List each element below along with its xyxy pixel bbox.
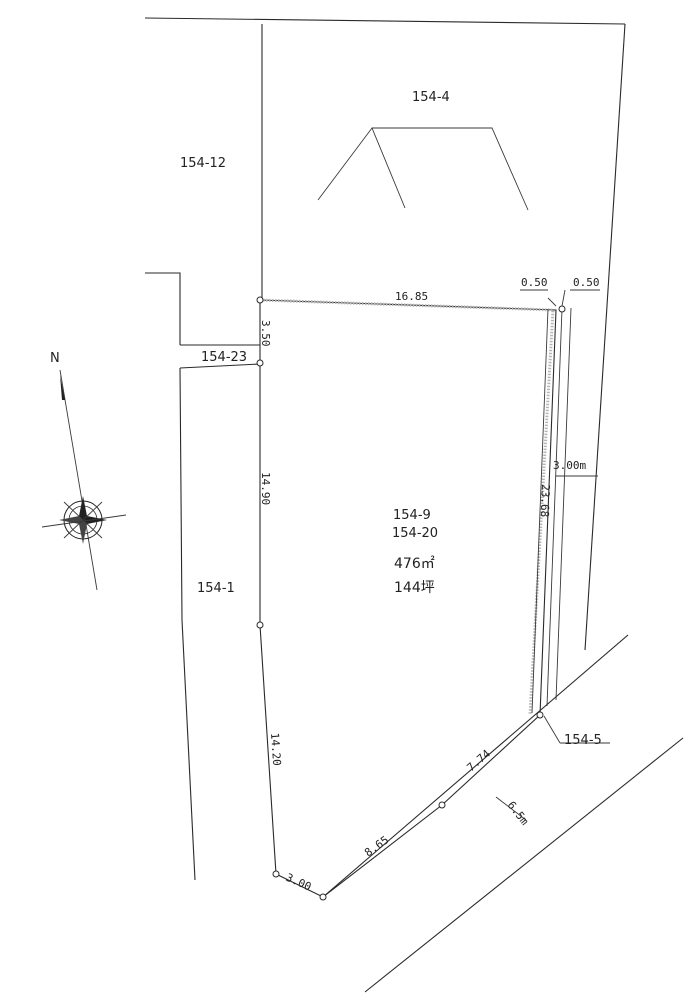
parcel-label-154-12: 154-12 [180, 156, 226, 171]
survey-point [319, 893, 327, 901]
survey-point [256, 359, 264, 367]
compass-north-label: N [50, 351, 60, 366]
survey-point [558, 305, 566, 313]
dimension-road-width: 6.5m [505, 799, 532, 828]
neighbour-building-outline [317, 127, 529, 211]
dimension-bottom-right: 7.74 [464, 747, 493, 774]
dimension-right: 23.68 [538, 484, 552, 518]
dimension-setback-a: 0.50 [521, 276, 548, 289]
compass-rose: N [41, 351, 127, 591]
area-sqm: 476㎡ [394, 556, 435, 572]
survey-point [438, 801, 446, 809]
dimension-bottom-short: 3.00 [284, 871, 313, 894]
subject-parcel-number-1: 154-9 [393, 508, 431, 523]
parcel-label-154-5: 154-5 [564, 733, 602, 748]
parcel-label-154-23: 154-23 [201, 350, 247, 365]
survey-point [272, 870, 280, 878]
dimension-left-upper: 3.50 [259, 320, 272, 347]
survey-point [256, 621, 264, 629]
area-tsubo: 144坪 [394, 580, 435, 596]
neighbour-boundaries [144, 17, 626, 881]
dimension-left-lower: 14.20 [268, 732, 283, 766]
survey-point [256, 296, 264, 304]
road-edges [322, 634, 684, 993]
subject-parcel-number-2: 154-20 [392, 526, 438, 541]
dimension-top: 16.85 [395, 290, 428, 303]
survey-point [536, 711, 544, 719]
parcel-label-154-1: 154-1 [197, 581, 235, 596]
access-passage-lines [520, 289, 600, 714]
dimension-setback-b: 0.50 [573, 276, 600, 289]
parcel-label-154-4: 154-4 [412, 90, 450, 105]
subject-parcel-boundary [259, 298, 557, 898]
survey-points [256, 296, 566, 901]
dimension-left-middle: 14.90 [259, 472, 272, 505]
dimension-passage-width: 3.00m [553, 459, 586, 472]
